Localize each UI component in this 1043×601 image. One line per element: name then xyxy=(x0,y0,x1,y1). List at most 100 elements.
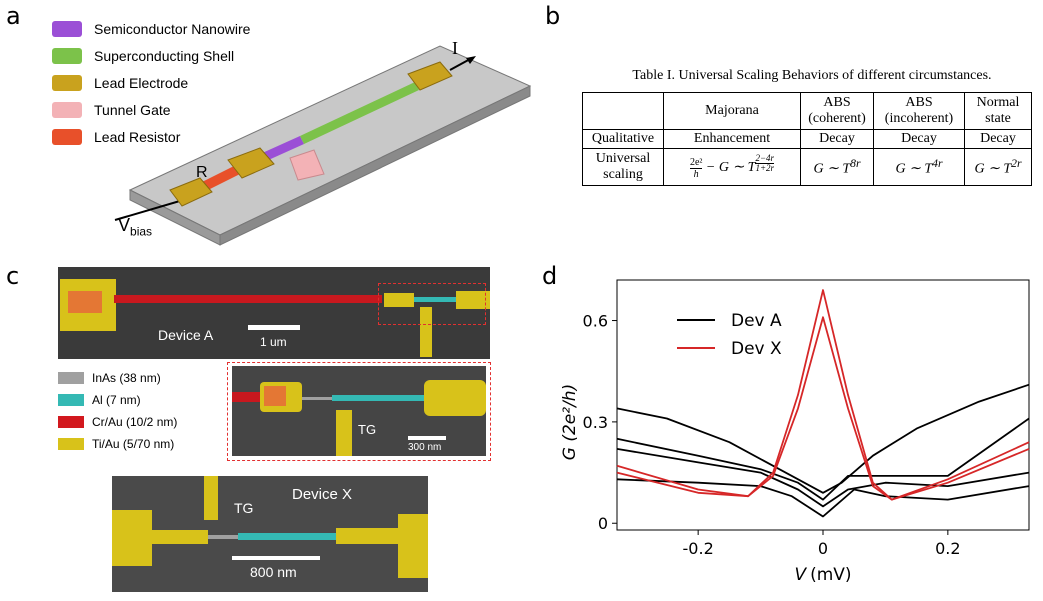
material-tiau-label: Ti/Au (5/70 nm) xyxy=(92,437,175,451)
lead-left xyxy=(169,177,213,207)
x-tick-label: 0.2 xyxy=(935,539,960,558)
resistor-swatch-icon xyxy=(52,129,82,145)
material-inas: InAs (38 nm) xyxy=(58,371,161,385)
scale-label-a: 1 um xyxy=(260,335,287,349)
bias-wire xyxy=(114,197,191,221)
device-a-label: Device A xyxy=(158,327,214,343)
device-a-lead-mid xyxy=(384,293,414,307)
series-line-dev-x xyxy=(616,289,1030,501)
header-cell-majorana: Majorana xyxy=(663,92,801,130)
device-x-gate xyxy=(204,476,218,520)
vbias-sub: bias xyxy=(130,224,153,239)
device-x-al xyxy=(238,533,336,540)
x-tick-label: 0 xyxy=(818,539,828,558)
device-a-al-shell xyxy=(414,297,456,302)
material-al: Al (7 nm) xyxy=(58,393,141,407)
inset-al xyxy=(332,395,424,401)
cell-decay-3: Decay xyxy=(964,129,1032,149)
cell-formula-abs-coherent: G ∼ T8r xyxy=(800,148,874,186)
series-line-dev-a xyxy=(616,448,1030,508)
x-axis-label: V(mV) xyxy=(794,565,851,585)
legend-nanowire-label: Semiconductor Nanowire xyxy=(94,21,251,37)
legend-shell-label: Superconducting Shell xyxy=(94,48,235,64)
header-cell-normal: Normal state xyxy=(964,92,1032,130)
panel-label-b: b xyxy=(545,2,561,30)
cell-enhancement: Enhancement xyxy=(663,129,801,149)
legend-nanowire: Semiconductor Nanowire xyxy=(52,21,250,37)
legend-resistor-label: Lead Resistor xyxy=(94,129,181,145)
device-a-gate xyxy=(420,307,432,357)
cell-formula-abs-incoherent: G ∼ T4r xyxy=(873,148,965,186)
nanowire-swatch-icon xyxy=(52,21,82,37)
scale-bar-x xyxy=(232,556,320,560)
header-cell-abs-incoherent: ABS (incoherent) xyxy=(873,92,965,130)
cell-decay-1: Decay xyxy=(800,129,874,149)
lead-swatch-icon xyxy=(52,75,82,91)
series-line-dev-a xyxy=(616,417,1030,501)
scale-label-x: 800 nm xyxy=(250,564,297,580)
inset-cr-au xyxy=(232,392,266,402)
device-x-inas xyxy=(208,535,238,539)
y-tick-label: 0 xyxy=(598,514,608,533)
inset-resistor-pad xyxy=(264,386,286,406)
y-tick-label: 0.6 xyxy=(583,312,608,331)
legend-resistor: Lead Resistor xyxy=(52,129,180,145)
inset-frame xyxy=(227,362,491,461)
series-line-dev-a xyxy=(616,383,1030,494)
device-x-label: Device X xyxy=(292,486,353,503)
material-crau-label: Cr/Au (10/2 nm) xyxy=(92,415,178,429)
legend-shell: Superconducting Shell xyxy=(52,48,234,64)
inset-scale-bar xyxy=(408,436,446,440)
series-line-dev-x xyxy=(616,316,1030,501)
material-inas-label: InAs (38 nm) xyxy=(92,371,161,385)
sem-inset: TG 300 nm xyxy=(232,366,486,456)
zoom-box xyxy=(378,283,486,325)
arrow-head-icon xyxy=(466,56,476,64)
nanowire-segment xyxy=(260,136,304,162)
vbias-label: Vbias xyxy=(118,215,152,239)
resistor-label: R xyxy=(196,164,208,181)
gate-swatch-icon xyxy=(52,102,82,118)
series-line-dev-a xyxy=(616,478,1030,518)
cell-formula-normal: G ∼ T2r xyxy=(964,148,1032,186)
inset-inas xyxy=(302,397,332,400)
cell-qualitative: Qualitative xyxy=(582,129,664,149)
tunnel-gate xyxy=(289,149,325,181)
device-x-lead-right-finger xyxy=(336,528,400,544)
vbias-main: V xyxy=(118,215,131,235)
device-a-lead-right xyxy=(456,291,490,309)
header-cell-abs-coherent: ABS (coherent) xyxy=(800,92,874,130)
inset-tg-label: TG xyxy=(358,422,377,437)
inset-lead-right xyxy=(424,380,486,416)
substrate-front xyxy=(219,85,531,246)
panel-label-c: c xyxy=(6,262,20,290)
legend-label-dev-a: Dev A xyxy=(731,311,782,331)
material-crau: Cr/Au (10/2 nm) xyxy=(58,415,177,429)
header-cell-empty xyxy=(582,92,664,130)
sem-device-a: Device A 1 um xyxy=(58,267,490,359)
legend-label-dev-x: Dev X xyxy=(731,339,782,359)
scaling-table: Majorana ABS (coherent) ABS (incoherent)… xyxy=(582,92,1032,186)
table-header-row: Majorana ABS (coherent) ABS (incoherent)… xyxy=(582,92,1032,130)
inas-swatch-icon xyxy=(58,372,84,384)
y-tick-label: 0.3 xyxy=(583,413,608,432)
cell-decay-2: Decay xyxy=(873,129,965,149)
sem-device-x: TG Device X 800 nm xyxy=(112,476,428,592)
legend-lead: Lead Electrode xyxy=(52,75,188,91)
legend-gate-label: Tunnel Gate xyxy=(94,102,171,118)
current-label: I xyxy=(452,38,458,58)
tiau-swatch-icon xyxy=(58,438,84,450)
crau-swatch-icon xyxy=(58,416,84,428)
panel-label-a: a xyxy=(6,2,21,30)
x-axis-label-main: V xyxy=(794,565,807,585)
device-x-tg-label: TG xyxy=(234,500,254,516)
inset-scale-label: 300 nm xyxy=(408,442,442,453)
device-schematic xyxy=(114,45,532,246)
shell-bar xyxy=(300,82,419,144)
material-tiau: Ti/Au (5/70 nm) xyxy=(58,437,174,451)
table-row-qualitative: Qualitative Enhancement Decay Decay Deca… xyxy=(582,129,1032,149)
device-a-cr-au-wire xyxy=(114,295,382,303)
material-al-label: Al (7 nm) xyxy=(92,393,141,407)
